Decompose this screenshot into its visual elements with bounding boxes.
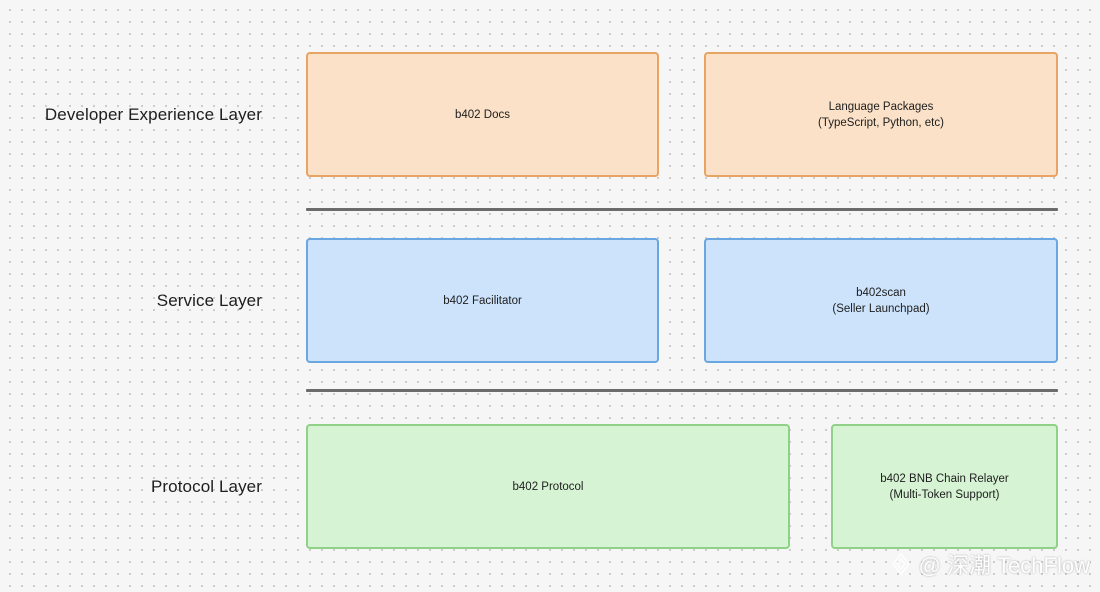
- box-label: b402 BNB Chain Relayer: [880, 472, 1009, 485]
- box-label: b402 Protocol: [512, 480, 584, 493]
- protocol-layer-label: Protocol Layer: [150, 477, 262, 496]
- box-label: b402scan: [856, 286, 906, 299]
- developer-experience-layer-label: Developer Experience Layer: [44, 105, 262, 124]
- watermark: @ 深潮 TechFlow: [889, 548, 1090, 580]
- watermark-text: @ 深潮 TechFlow: [918, 553, 1090, 578]
- b402-facilitator-box: b402 Facilitator: [306, 238, 659, 363]
- box-label: b402 Docs: [455, 108, 510, 121]
- b402-protocol-box: b402 Protocol: [306, 424, 790, 549]
- box-sublabel: (Multi-Token Support): [889, 488, 1000, 501]
- box-sublabel: (Seller Launchpad): [832, 302, 930, 315]
- b402-docs-box: b402 Docs: [306, 52, 659, 177]
- service-layer-label: Service Layer: [156, 291, 262, 310]
- techflow-logo-icon: [889, 552, 913, 576]
- b402scan-box: b402scan (Seller Launchpad): [704, 238, 1058, 363]
- box-sublabel: (TypeScript, Python, etc): [818, 116, 944, 129]
- language-packages-box: Language Packages (TypeScript, Python, e…: [704, 52, 1058, 177]
- b402-bnb-chain-relayer-box: b402 BNB Chain Relayer (Multi-Token Supp…: [831, 424, 1058, 549]
- box-label: b402 Facilitator: [443, 294, 522, 307]
- box-label: Language Packages: [828, 100, 934, 113]
- layer-divider: [306, 208, 1058, 211]
- layer-divider: [306, 389, 1058, 392]
